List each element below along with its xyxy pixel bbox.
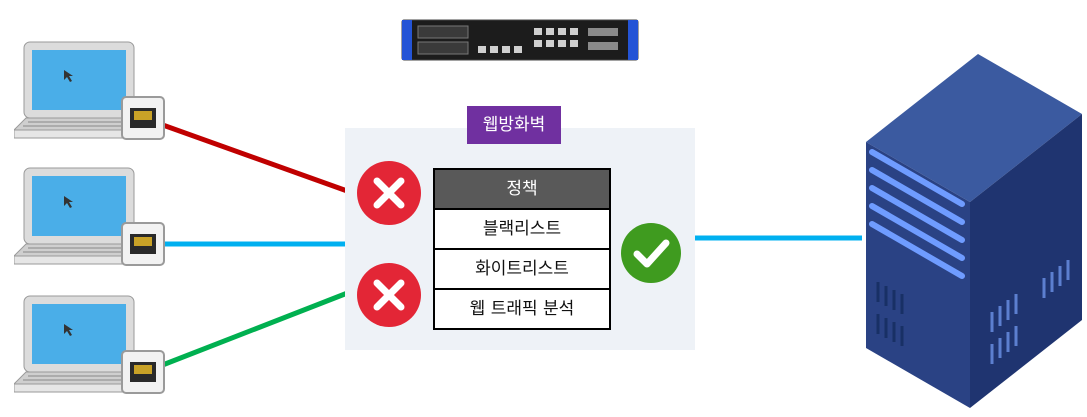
laptop-3 — [12, 294, 166, 406]
policy-row-blacklist: 블랙리스트 — [435, 208, 609, 248]
laptop-icon — [12, 295, 165, 394]
firewall-appliance — [400, 16, 640, 64]
ethernet-port-icon — [121, 350, 165, 394]
green-connection-line — [159, 289, 351, 369]
policy-header: 정책 — [435, 170, 609, 208]
ethernet-port-icon — [121, 222, 165, 266]
firewall-label: 웹방화벽 — [467, 106, 561, 144]
laptop-2 — [12, 166, 166, 278]
allowed-badge — [620, 222, 682, 284]
blocked-badge-bottom — [356, 262, 422, 328]
blocked-x-icon — [357, 161, 421, 225]
firewall-appliance-icon — [401, 19, 639, 61]
red-connection-line — [159, 121, 351, 195]
server-icon — [866, 54, 1082, 408]
policy-row-traffic-analysis: 웹 트래픽 분석 — [435, 288, 609, 328]
laptop-1 — [12, 40, 166, 152]
blocked-x-icon — [357, 263, 421, 327]
check-icon — [621, 223, 681, 283]
web-server — [858, 52, 1084, 410]
policy-row-whitelist: 화이트리스트 — [435, 248, 609, 288]
policy-table: 정책 블랙리스트 화이트리스트 웹 트래픽 분석 — [433, 168, 611, 330]
laptop-icon — [12, 41, 165, 140]
ethernet-port-icon — [121, 96, 165, 140]
laptop-icon — [12, 167, 165, 266]
blocked-badge-top — [356, 160, 422, 226]
